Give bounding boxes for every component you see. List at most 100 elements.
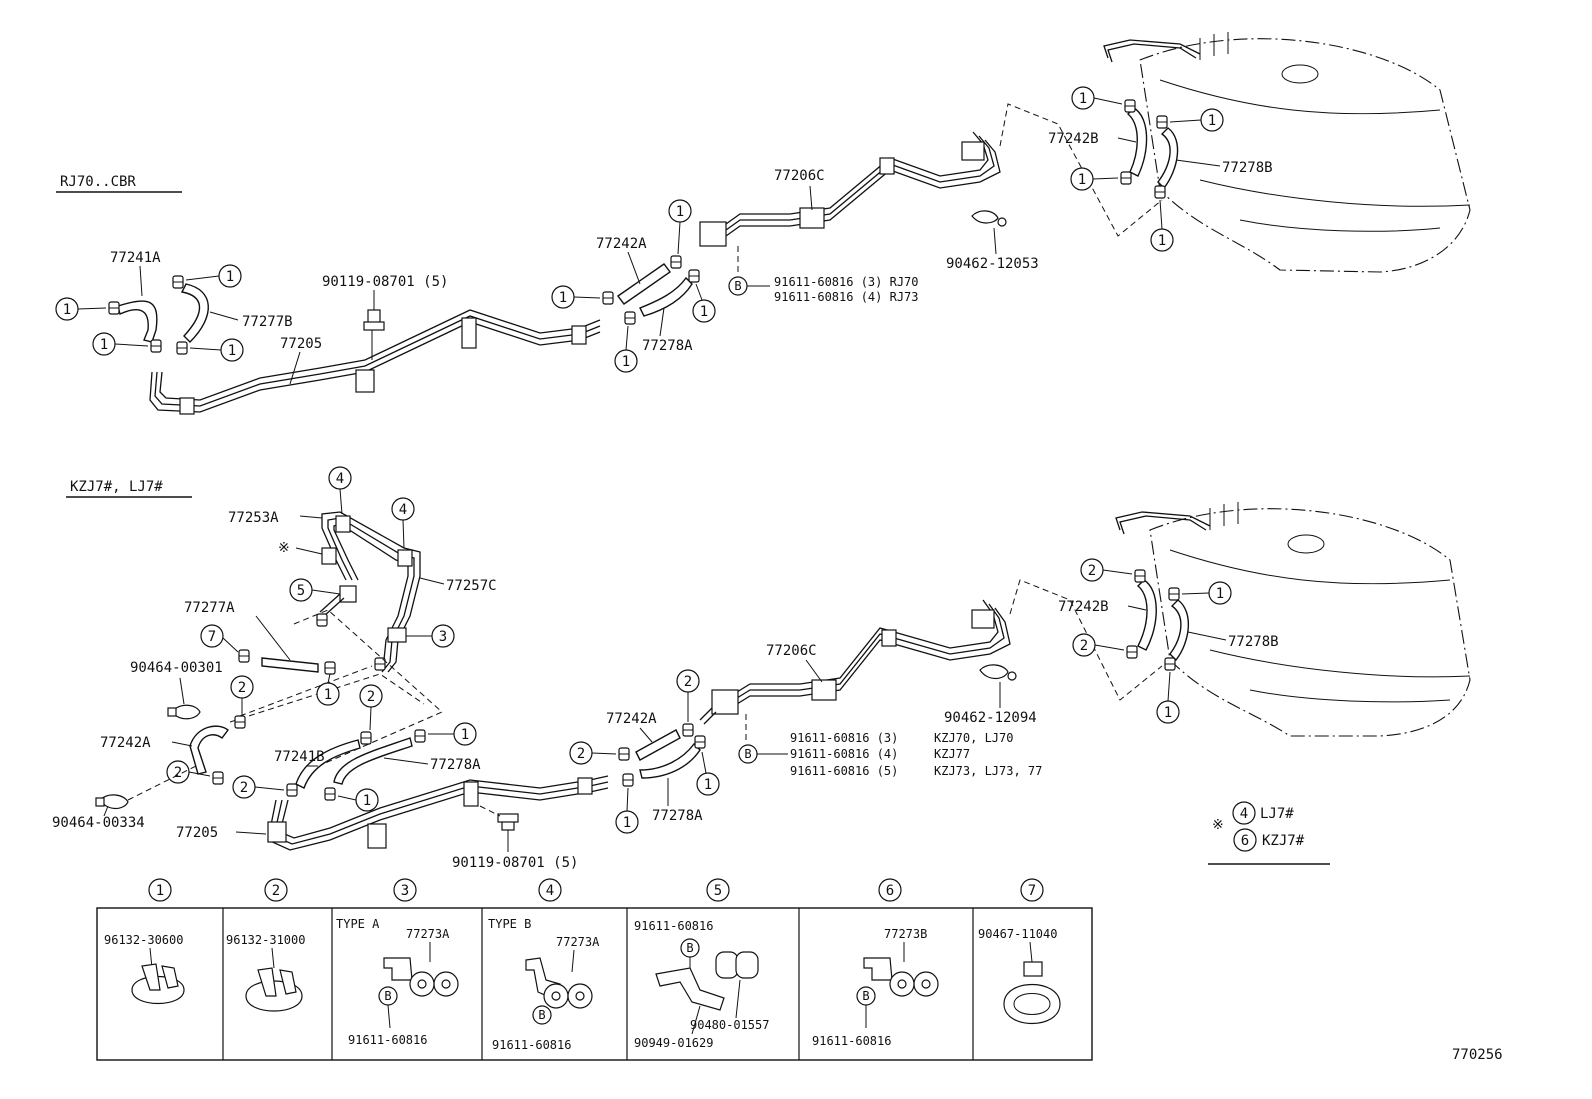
marker-1: 1 — [614, 349, 638, 373]
marker-1: 1 — [668, 199, 692, 223]
svg-text:4: 4 — [336, 471, 344, 487]
marker-2: 2 — [359, 684, 383, 708]
marker-1: 1 — [220, 338, 244, 362]
legend-col-7: 7 90467-11040 — [978, 878, 1061, 1024]
label-77278A-left: 77278A — [430, 757, 481, 773]
svg-text:TYPE B: TYPE B — [488, 917, 531, 931]
label-90464-00301: 90464-00301 — [130, 660, 223, 676]
svg-text:5: 5 — [714, 883, 722, 899]
hose-77277A — [261, 657, 319, 673]
svg-text:91611-60816: 91611-60816 — [634, 919, 713, 933]
label-91611-a-model: KZJ70, LJ70 — [934, 731, 1013, 745]
label-77278A-top: 77278A — [642, 338, 693, 354]
fuel-tank-top — [1103, 32, 1471, 273]
svg-text:B: B — [538, 1008, 545, 1022]
marker-b: B — [738, 744, 758, 764]
svg-text:2: 2 — [240, 780, 248, 796]
svg-text:2: 2 — [272, 883, 280, 899]
svg-text:90949-01629: 90949-01629 — [634, 1036, 713, 1050]
svg-text:5: 5 — [297, 583, 305, 599]
hose-77278B-bottom — [1169, 599, 1190, 662]
svg-text:2: 2 — [367, 689, 375, 705]
svg-text:96132-31000: 96132-31000 — [226, 933, 305, 947]
svg-text:91611-60816: 91611-60816 — [492, 1038, 571, 1052]
marker-b: B — [728, 276, 748, 296]
svg-text:4: 4 — [399, 502, 407, 518]
label-77242B-bottom: 77242B — [1058, 599, 1109, 615]
label-90119-bottom: 90119-08701 (5) — [452, 855, 578, 871]
marker-2: 2 — [676, 669, 700, 693]
svg-text:96132-30600: 96132-30600 — [104, 933, 183, 947]
bottom-section: KZJ7#, LJ7# 77253A ※ 77257C 4 4 5 3 — [52, 466, 1471, 871]
svg-text:3: 3 — [439, 629, 447, 645]
label-77277B: 77277B — [242, 314, 293, 330]
svg-text:77273A: 77273A — [406, 927, 450, 941]
marker-1: 1 — [615, 810, 639, 834]
svg-text:1: 1 — [156, 883, 164, 899]
svg-text:1: 1 — [363, 793, 371, 809]
svg-text:B: B — [734, 279, 741, 293]
hose-77278A-left — [333, 737, 413, 785]
svg-text:1: 1 — [1078, 172, 1086, 188]
svg-text:B: B — [384, 989, 391, 1003]
svg-text:77273B: 77273B — [884, 927, 927, 941]
svg-text:1: 1 — [63, 302, 71, 318]
label-77257C: 77257C — [446, 578, 497, 594]
svg-text:B: B — [686, 941, 693, 955]
legend-col-6: 6 77273B B 91611-60816 — [812, 878, 939, 1048]
label-77205-bottom: 77205 — [176, 825, 218, 841]
marker-1: 1 — [551, 285, 575, 309]
marker-7: 7 — [200, 624, 224, 648]
label-77241B: 77241B — [274, 749, 325, 765]
label-77241A: 77241A — [110, 250, 161, 266]
svg-text:1: 1 — [100, 337, 108, 353]
label-91611-a: 91611-60816 (3) — [790, 731, 898, 745]
bottom-section-title: KZJ7#, LJ7# — [70, 479, 163, 495]
marker-4: 4 — [391, 497, 415, 521]
label-90462-top: 90462-12053 — [946, 256, 1039, 272]
marker-1: 1 — [355, 788, 379, 812]
svg-text:2: 2 — [1080, 638, 1088, 654]
pipe-77206C-bottom — [723, 599, 1011, 713]
svg-text:1: 1 — [1079, 91, 1087, 107]
hose-77242A-top — [617, 263, 671, 305]
hose-77241A — [117, 300, 158, 343]
legend-col-2: 2 96132-31000 — [226, 878, 305, 1012]
svg-text:90480-01557: 90480-01557 — [690, 1018, 769, 1032]
legend-col-3: 3 TYPE A 77273A B 91611-60816 — [336, 878, 459, 1047]
marker-1: 1 — [692, 299, 716, 323]
svg-text:1: 1 — [461, 727, 469, 743]
marker-1: 1 — [453, 722, 477, 746]
svg-text:1: 1 — [623, 815, 631, 831]
marker-5: 5 — [289, 578, 313, 602]
marker-2: 2 — [569, 741, 593, 765]
svg-text:※: ※ — [1212, 817, 1224, 833]
clamp-90464-00301 — [167, 704, 201, 720]
svg-text:1: 1 — [1164, 705, 1172, 721]
svg-text:3: 3 — [401, 883, 409, 899]
marker-1: 1 — [316, 682, 340, 706]
svg-text:6: 6 — [1241, 833, 1249, 849]
svg-text:2: 2 — [1088, 563, 1096, 579]
svg-text:1: 1 — [226, 269, 234, 285]
pipe-77205-bottom — [267, 775, 609, 851]
label-91611-rj70: 91611-60816 (3) RJ70 — [774, 275, 919, 289]
svg-text:2: 2 — [238, 680, 246, 696]
svg-text:1: 1 — [1216, 586, 1224, 602]
marker-4: 4 — [328, 466, 352, 490]
hose-77242A-left — [189, 725, 229, 775]
marker-1: 1 — [1200, 108, 1224, 132]
label-77206C-top: 77206C — [774, 168, 825, 184]
label-77242A-top: 77242A — [596, 236, 647, 252]
marker-1: 1 — [55, 297, 79, 321]
bolt-90119-top — [363, 290, 385, 360]
svg-text:6: 6 — [886, 883, 894, 899]
pipe-77206C-top — [711, 131, 1001, 247]
marker-1: 1 — [696, 772, 720, 796]
label-77277A: 77277A — [184, 600, 235, 616]
marker-2: 2 — [232, 775, 256, 799]
label-91611-c-model: KZJ73, LJ73, 77 — [934, 764, 1042, 778]
svg-text:B: B — [744, 747, 751, 761]
hose-77277B — [180, 283, 209, 343]
svg-text:90467-11040: 90467-11040 — [978, 927, 1057, 941]
